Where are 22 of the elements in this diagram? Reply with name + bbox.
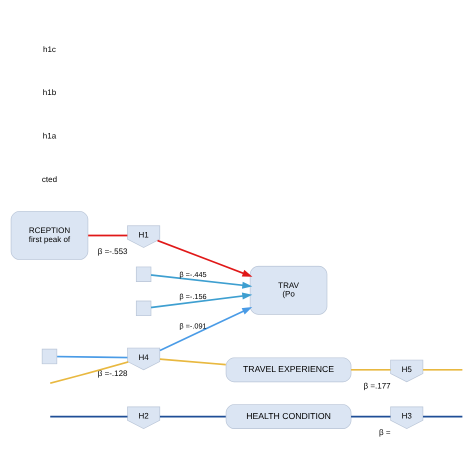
node-box	[136, 266, 152, 282]
arrow	[150, 292, 252, 308]
arrow	[157, 239, 252, 276]
edge-label: β =-.091	[179, 320, 207, 330]
connector	[50, 415, 128, 417]
edge-label: β =-.445	[179, 269, 207, 278]
connector	[423, 415, 462, 417]
connector	[160, 415, 226, 417]
connector	[50, 360, 128, 384]
connector	[351, 415, 390, 417]
connector	[88, 234, 128, 236]
node-box	[42, 348, 58, 364]
edge-label: β =-.156	[179, 291, 207, 300]
connector	[351, 368, 390, 370]
connector	[423, 368, 462, 370]
node-box: HEALTH CONDITION	[226, 404, 352, 428]
node-box: TRAVEL EXPERIENCE	[226, 356, 352, 382]
arrow	[160, 306, 252, 351]
arrow	[150, 274, 252, 288]
connector	[160, 358, 226, 365]
connector	[57, 355, 128, 358]
node-box	[136, 300, 152, 316]
